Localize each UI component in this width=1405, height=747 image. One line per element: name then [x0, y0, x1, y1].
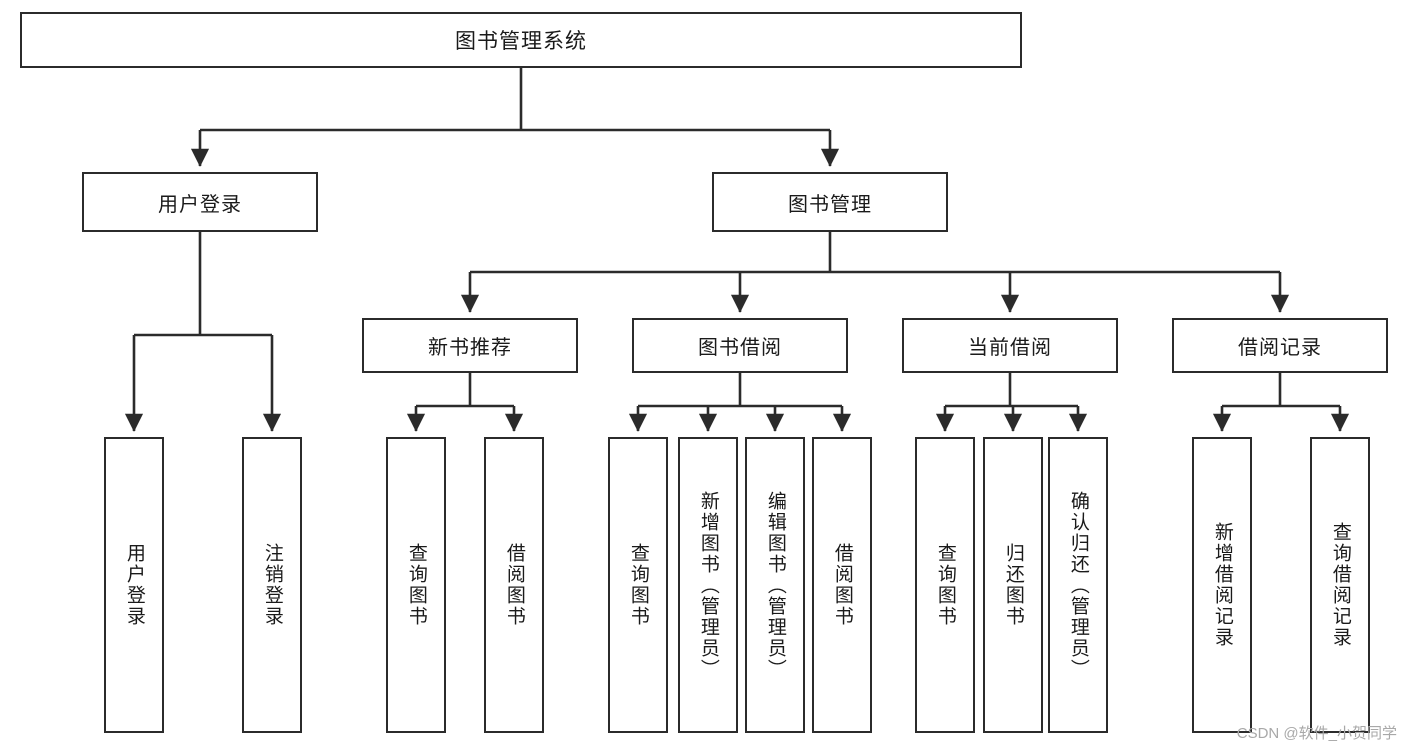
leaf-borrow-books-newbooks[interactable]: 借阅图书: [484, 437, 544, 733]
leaf-query-books-borrow[interactable]: 查询图书: [608, 437, 668, 733]
node-borrow-records-label: 借阅记录: [1238, 337, 1322, 359]
leaf-query-borrow-record-label: 查询借阅记录: [1329, 522, 1351, 648]
node-new-book-recommend[interactable]: 新书推荐: [362, 318, 578, 373]
leaf-query-borrow-record[interactable]: 查询借阅记录: [1310, 437, 1370, 733]
csdn-watermark: CSDN @软件_小贺同学: [1236, 725, 1397, 742]
node-book-borrow[interactable]: 图书借阅: [632, 318, 848, 373]
leaf-add-book-admin[interactable]: 新增图书（管理员）: [678, 437, 738, 733]
node-new-book-recommend-label: 新书推荐: [428, 337, 512, 359]
node-user-login-label: 用户登录: [158, 193, 242, 216]
leaf-query-books-borrow-label: 查询图书: [627, 543, 649, 627]
leaf-borrow-books-borrow-label: 借阅图书: [831, 543, 853, 627]
node-root-label: 图书管理系统: [455, 30, 587, 53]
leaf-add-book-admin-label: 新增图书（管理员）: [697, 490, 719, 680]
node-current-borrow[interactable]: 当前借阅: [902, 318, 1118, 373]
node-borrow-records[interactable]: 借阅记录: [1172, 318, 1388, 373]
leaf-user-login-label: 用户登录: [123, 543, 145, 627]
leaf-add-borrow-record-label: 新增借阅记录: [1211, 522, 1233, 648]
leaf-add-borrow-record[interactable]: 新增借阅记录: [1192, 437, 1252, 733]
leaf-query-books-current-label: 查询图书: [934, 543, 956, 627]
leaf-confirm-return-admin-label: 确认归还（管理员）: [1067, 490, 1089, 680]
node-user-login[interactable]: 用户登录: [82, 172, 318, 232]
leaf-user-login[interactable]: 用户登录: [104, 437, 164, 733]
leaf-borrow-books-borrow[interactable]: 借阅图书: [812, 437, 872, 733]
node-book-borrow-label: 图书借阅: [698, 337, 782, 359]
leaf-query-books-newbooks[interactable]: 查询图书: [386, 437, 446, 733]
node-current-borrow-label: 当前借阅: [968, 337, 1052, 359]
leaf-edit-book-admin-label: 编辑图书（管理员）: [764, 490, 786, 680]
leaf-query-books-newbooks-label: 查询图书: [405, 543, 427, 627]
node-book-management[interactable]: 图书管理: [712, 172, 948, 232]
leaf-edit-book-admin[interactable]: 编辑图书（管理员）: [745, 437, 805, 733]
leaf-confirm-return-admin[interactable]: 确认归还（管理员）: [1048, 437, 1108, 733]
leaf-logout-label: 注销登录: [261, 543, 283, 627]
node-book-management-label: 图书管理: [788, 193, 872, 216]
leaf-borrow-books-newbooks-label: 借阅图书: [503, 543, 525, 627]
node-root[interactable]: 图书管理系统: [20, 12, 1022, 68]
leaf-return-books-label: 归还图书: [1002, 543, 1024, 627]
leaf-logout[interactable]: 注销登录: [242, 437, 302, 733]
leaf-query-books-current[interactable]: 查询图书: [915, 437, 975, 733]
leaf-return-books[interactable]: 归还图书: [983, 437, 1043, 733]
